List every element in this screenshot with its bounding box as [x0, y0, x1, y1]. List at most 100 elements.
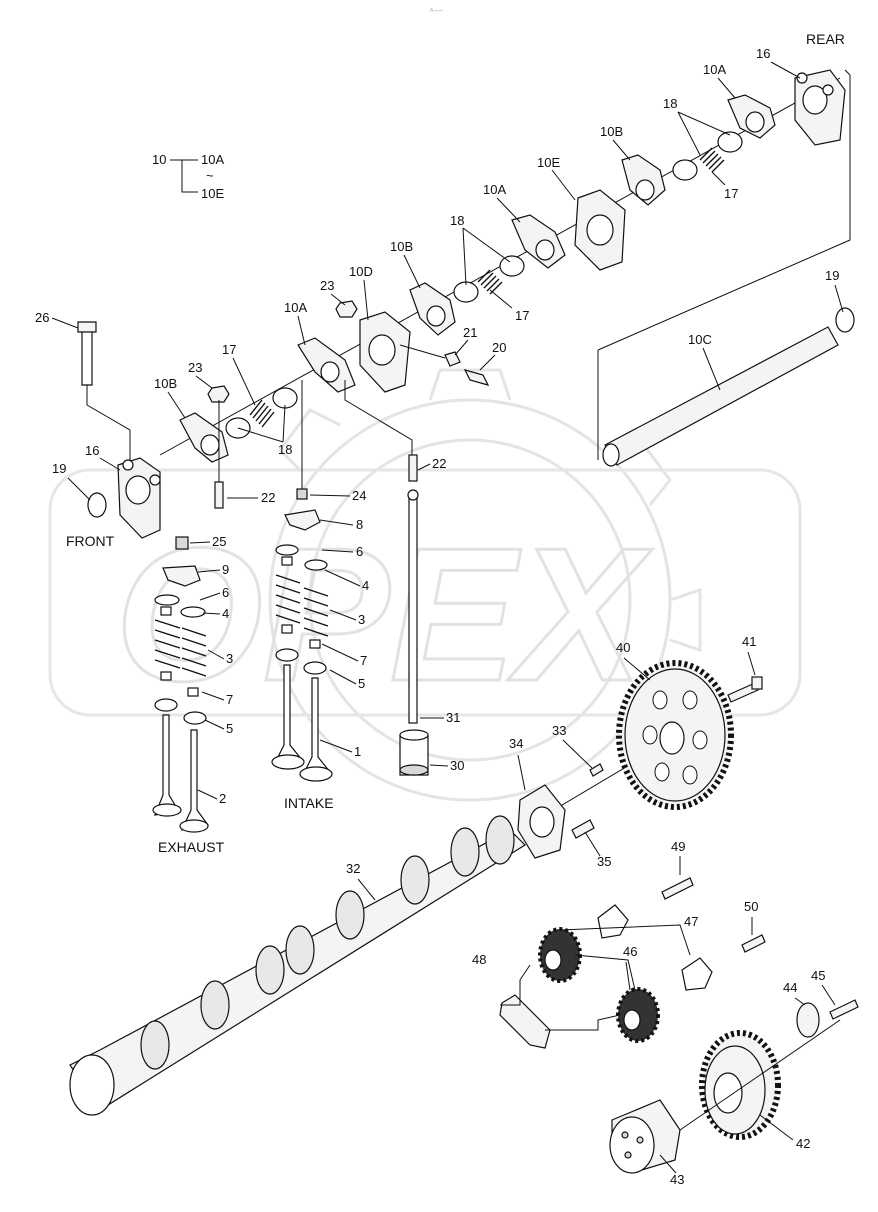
section-rear: REAR [806, 31, 845, 47]
adjuster-22-b [408, 454, 418, 482]
callout-16-rear: 16 [756, 46, 770, 61]
leader-lines [51, 61, 844, 1174]
callout-26: 26 [35, 310, 49, 325]
bolt-50 [741, 934, 766, 953]
callout-25: 25 [212, 534, 226, 549]
callout-47: 47 [684, 914, 698, 929]
snap-ring-rear [835, 307, 855, 333]
callout-35: 35 [597, 854, 611, 869]
callout-6-intake: 6 [356, 544, 363, 559]
nut-23-b [335, 300, 358, 318]
callout-4-exhaust: 4 [222, 606, 229, 621]
callout-21: 21 [463, 325, 477, 340]
callout-10a-front: 10A [284, 300, 307, 315]
callout-31: 31 [446, 710, 460, 725]
intake-spring-left [271, 544, 305, 770]
drive-gear-42 [699, 1030, 781, 1140]
watermark-band [48, 468, 802, 717]
callout-3-intake: 3 [358, 612, 365, 627]
callout-18-mid: 18 [450, 213, 464, 228]
callout-24: 24 [352, 488, 366, 503]
callout-8: 8 [356, 517, 363, 532]
link-plate-48 [499, 994, 551, 1049]
legend-group-label: 10 [152, 152, 166, 167]
rocker-assembly [77, 69, 855, 539]
callout-10b-rear: 10B [600, 124, 623, 139]
callout-4-intake: 4 [362, 578, 369, 593]
washer-18-a [717, 131, 743, 153]
callout-22-left: 22 [261, 490, 275, 505]
intake-spring-right [299, 559, 333, 782]
callout-44: 44 [783, 980, 797, 995]
legend-first: 10A [201, 152, 224, 167]
idler-shaft-upper [597, 904, 629, 939]
callout-23-upper: 23 [320, 278, 334, 293]
callout-42: 42 [796, 1136, 810, 1151]
bolt-49 [661, 877, 694, 900]
callout-3-exhaust: 3 [226, 651, 233, 666]
callout-19-rear: 19 [825, 268, 839, 283]
idler-shaft-lower [681, 957, 713, 991]
valve-train [152, 488, 429, 833]
callout-40: 40 [616, 640, 630, 655]
cap-24 [296, 488, 308, 500]
callout-10c: 10C [688, 332, 712, 347]
snap-ring-front [87, 492, 107, 518]
washer-18-c [499, 255, 525, 277]
spring-17-b [477, 269, 503, 295]
callout-32: 32 [346, 861, 360, 876]
rear-bracket-bore [802, 85, 828, 115]
callout-10b-mid: 10B [390, 239, 413, 254]
callout-7-exhaust: 7 [226, 692, 233, 707]
bridge-9 [162, 565, 201, 587]
watermark-gear [268, 368, 702, 802]
tiny-header-mark: ℏ ⌐⌐⌐ [430, 8, 443, 14]
callout-16-front: 16 [85, 443, 99, 458]
callout-18-front: 18 [278, 442, 292, 457]
callout-23-lower: 23 [188, 360, 202, 375]
bridge-8 [284, 509, 321, 531]
section-front: FRONT [66, 533, 115, 549]
exhaust-spring-right [179, 606, 210, 833]
plate-44 [796, 1002, 820, 1038]
callout-20: 20 [492, 340, 506, 355]
callout-7-intake: 7 [360, 653, 367, 668]
callout-1: 1 [354, 744, 361, 759]
callout-19-front: 19 [52, 461, 66, 476]
bolt-41 [727, 682, 759, 703]
cam-gear-40 [616, 660, 734, 810]
callout-17-mid: 17 [515, 308, 529, 323]
callout-48: 48 [472, 952, 486, 967]
callout-22-right: 22 [432, 456, 446, 471]
section-exhaust: EXHAUST [158, 839, 225, 855]
push-rod-31 [408, 492, 418, 724]
callout-10a-mid: 10A [483, 182, 506, 197]
callout-18-rear: 18 [663, 96, 677, 111]
cam-lobes [140, 815, 515, 1070]
camshaft-assembly [69, 660, 859, 1174]
callout-10d: 10D [349, 264, 373, 279]
callout-30: 30 [450, 758, 464, 773]
adjust-screw-20 [463, 369, 490, 386]
callout-9: 9 [222, 562, 229, 577]
bolt-35 [571, 819, 595, 839]
callout-5-exhaust: 5 [226, 721, 233, 736]
callout-6-exhaust: 6 [222, 585, 229, 600]
callout-41: 41 [742, 634, 756, 649]
nut-23-a [207, 385, 230, 403]
group-legend: 10 10A ~ 10E [152, 152, 224, 201]
callout-34: 34 [509, 736, 523, 751]
callout-17-rear: 17 [724, 186, 738, 201]
callout-10b-front: 10B [154, 376, 177, 391]
spring-17-c [249, 399, 275, 428]
section-intake: INTAKE [284, 795, 334, 811]
legend-last: 10E [201, 186, 224, 201]
cap-25 [175, 536, 189, 550]
callout-2: 2 [219, 791, 226, 806]
washer-18-b [672, 159, 698, 181]
callout-33: 33 [552, 723, 566, 738]
camshaft-end [69, 1054, 115, 1116]
callout-50: 50 [744, 899, 758, 914]
callout-labels: 16 10A 18 10B 17 10E 10A 18 10B 17 10D 2… [35, 46, 839, 1187]
